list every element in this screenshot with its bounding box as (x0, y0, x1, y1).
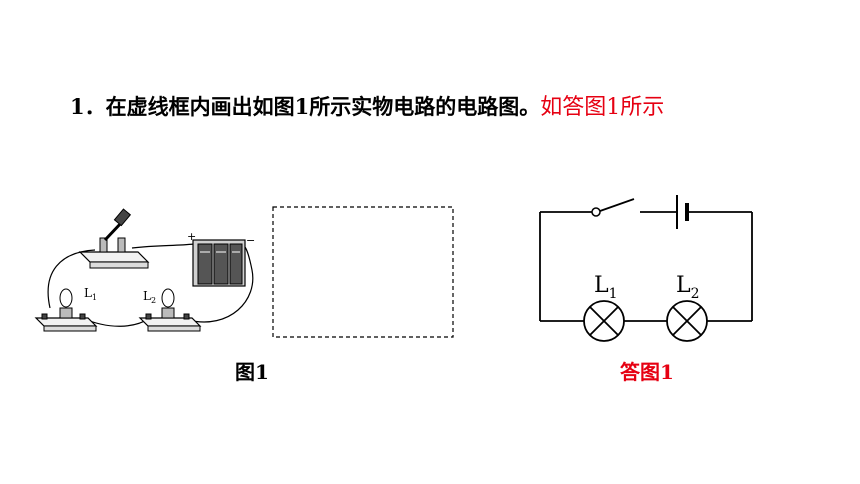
lamp1-label: L1 (594, 273, 618, 302)
answer-circuit-diagram (539, 195, 753, 342)
wire-switch-to-battery (131, 243, 195, 249)
lamp-1-symbol (583, 300, 625, 342)
figure1-physical-circuit (34, 208, 254, 332)
bulb-holder-2 (138, 288, 202, 332)
question-text: 1．在虚线框内画出如图1所示实物电路的电路图。如答图1所示 (70, 96, 664, 119)
question-number: 1． (70, 94, 106, 119)
figure1-caption: 图1 (235, 360, 269, 384)
lamp2-label: L2 (676, 273, 700, 302)
knife-switch (78, 208, 150, 269)
wire-switch-to-bulb1 (47, 249, 96, 309)
switch-pivot (591, 207, 601, 217)
question-body: 在虚线框内画出如图1所示实物电路的电路图。 (105, 94, 541, 119)
battery-plus-label: + (187, 230, 196, 243)
switch-blade (599, 198, 635, 212)
bulb2-label: L2 (143, 289, 156, 305)
answer-note: 如答图1所示 (540, 95, 665, 120)
bulb1-label: L1 (84, 286, 97, 302)
answer-figure-caption: 答图1 (620, 360, 674, 384)
battery-pack (192, 239, 246, 287)
bulb-holder-1 (34, 288, 98, 332)
battery-minus-label: − (246, 234, 255, 247)
lamp-2-symbol (666, 300, 708, 342)
dashed-answer-box[interactable] (272, 206, 454, 338)
